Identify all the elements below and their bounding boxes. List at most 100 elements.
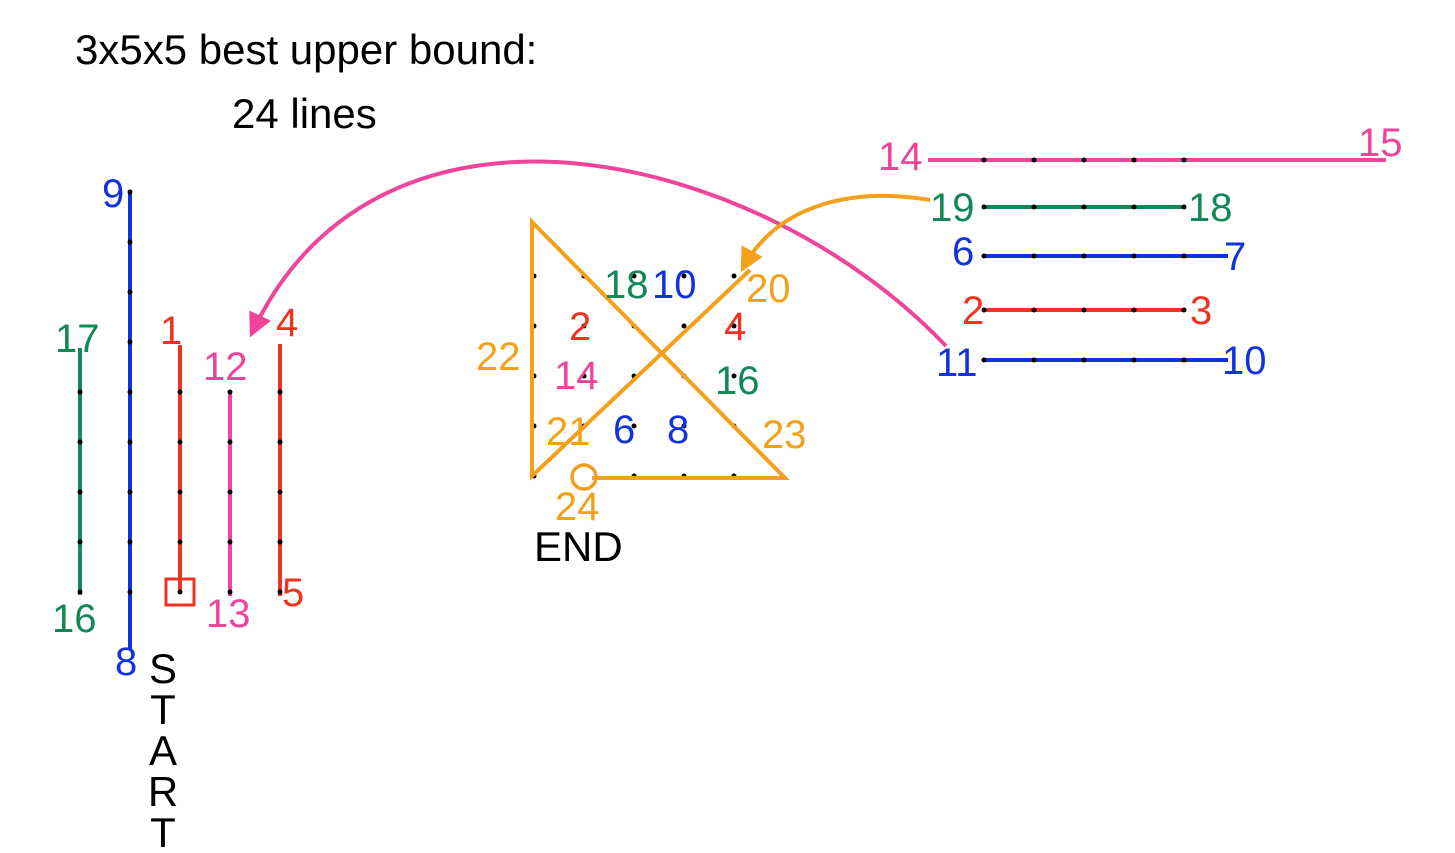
grid-dot (1181, 253, 1187, 259)
left-grid-dots (77, 189, 283, 595)
arrow-pink-11-to-12 (249, 159, 948, 348)
grid-dot (1131, 307, 1137, 313)
start-marker-label: START (140, 645, 187, 850)
label-16-tri: 16 (715, 359, 760, 403)
grid-dot (981, 357, 987, 363)
grid-dot (277, 589, 283, 595)
label-18-right: 18 (1188, 186, 1233, 230)
label-10-right: 10 (1222, 339, 1267, 383)
grid-dot (177, 489, 183, 495)
grid-dot (127, 589, 133, 595)
grid-dot (1131, 357, 1137, 363)
grid-dot (277, 389, 283, 395)
grid-dot (581, 373, 587, 379)
label-6-right: 6 (952, 230, 974, 274)
grid-dot (731, 273, 737, 279)
label-11: 11 (936, 341, 978, 385)
label-2-right: 2 (962, 289, 984, 333)
grid-dot (1031, 157, 1037, 163)
label-10-tri: 10 (652, 263, 697, 307)
label-3: 3 (1190, 289, 1212, 333)
grid-dot (177, 589, 183, 595)
label-13: 13 (206, 592, 251, 636)
grid-dot (177, 539, 183, 545)
label-17: 17 (55, 317, 100, 361)
grid-dot (631, 423, 637, 429)
label-9: 9 (102, 172, 124, 216)
grid-dot (77, 389, 83, 395)
grid-dot (277, 489, 283, 495)
grid-dot (731, 323, 737, 329)
grid-dot (127, 539, 133, 545)
grid-dot (1031, 204, 1037, 210)
diagram-title-line1: 3x5x5 best upper bound: (75, 26, 537, 73)
label-8-left: 8 (115, 640, 137, 684)
grid-dot (227, 439, 233, 445)
label-8-tri: 8 (667, 408, 689, 452)
grid-dot (1081, 157, 1087, 163)
grid-dot (1081, 204, 1087, 210)
label-6-tri: 6 (613, 408, 635, 452)
label-12: 12 (203, 345, 248, 389)
grid-dot (127, 389, 133, 395)
grid-dot (681, 323, 687, 329)
grid-dot (277, 539, 283, 545)
grid-dot (127, 489, 133, 495)
label-20: 20 (746, 267, 791, 311)
grid-dot (1181, 307, 1187, 313)
grid-dot (1031, 307, 1037, 313)
label-14-top: 14 (878, 135, 923, 179)
grid-dot (1031, 253, 1037, 259)
grid-dot (1181, 204, 1187, 210)
grid-dot (981, 157, 987, 163)
grid-dot (77, 489, 83, 495)
grid-dot (1081, 253, 1087, 259)
label-7: 7 (1224, 235, 1246, 279)
grid-dot (127, 189, 133, 195)
grid-dot (1181, 357, 1187, 363)
grid-dot (631, 273, 637, 279)
grid-dot (127, 239, 133, 245)
label-23: 23 (762, 413, 807, 457)
grid-dot (1131, 157, 1137, 163)
grid-dot (177, 439, 183, 445)
grid-dot (981, 307, 987, 313)
label-19: 19 (930, 186, 975, 230)
grid-dot (681, 423, 687, 429)
label-24: 24 (555, 485, 600, 529)
grid-dot (1031, 357, 1037, 363)
grid-dot (681, 273, 687, 279)
grid-dot (1131, 204, 1137, 210)
grid-dot (227, 539, 233, 545)
right-grid-dots (981, 157, 1187, 363)
arrow-orange-19-to-20 (740, 193, 931, 273)
grid-dot (1081, 357, 1087, 363)
grid-dot (227, 589, 233, 595)
grid-dot (77, 439, 83, 445)
grid-dot (227, 489, 233, 495)
end-circle (570, 463, 598, 491)
label-5: 5 (282, 571, 304, 615)
grid-dot (581, 323, 587, 329)
label-15: 15 (1358, 121, 1403, 165)
start-square (164, 577, 196, 607)
label-4-left: 4 (276, 301, 298, 345)
end-marker-label: END (534, 523, 623, 570)
label-1: 1 (160, 309, 182, 353)
label-2-tri: 2 (569, 305, 591, 349)
grid-dot (1181, 157, 1187, 163)
grid-dot (731, 373, 737, 379)
grid-dot (1081, 307, 1087, 313)
label-4-tri: 4 (724, 305, 746, 349)
grid-dot (127, 439, 133, 445)
triangle-path-orange (530, 217, 790, 481)
diagram-title-line2: 24 lines (232, 90, 377, 137)
grid-dot (127, 339, 133, 345)
label-22: 22 (476, 335, 521, 379)
grid-dot (227, 389, 233, 395)
grid-dot (77, 539, 83, 545)
label-18-tri: 18 (604, 263, 649, 307)
label-16-left: 16 (52, 597, 97, 641)
grid-dot (77, 589, 83, 595)
